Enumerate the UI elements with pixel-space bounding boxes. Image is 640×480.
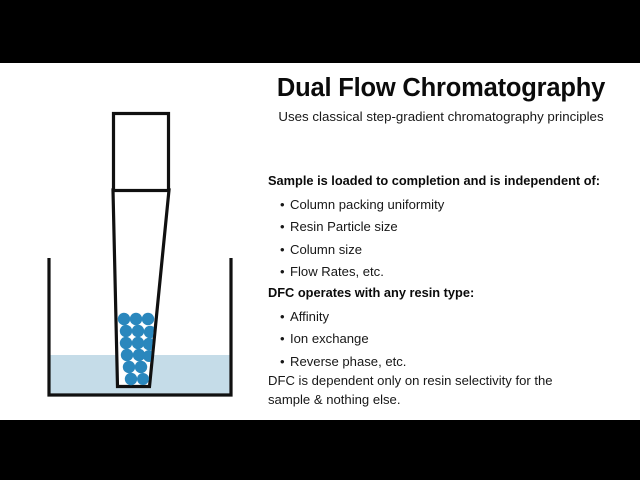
bullet-marker-icon: • xyxy=(280,219,285,235)
section-heading-resin-types: DFC operates with any resin type: xyxy=(268,285,475,300)
letterbox-bar-bottom xyxy=(0,420,640,480)
collection-beaker xyxy=(47,258,233,397)
bullet-marker-icon: • xyxy=(280,353,285,369)
list-item: • Column packing uniformity xyxy=(280,194,444,216)
closing-paragraph: DFC is dependent only on resin selectivi… xyxy=(268,373,553,407)
list-item-label: Reverse phase, etc. xyxy=(290,353,407,369)
bullet-marker-icon: • xyxy=(280,264,285,280)
list-item-label: Column packing uniformity xyxy=(290,197,445,212)
bullet-list-resin-types: • Affinity • Ion exchange • Reverse phase, … xyxy=(280,306,406,373)
list-item-label: Flow Rates, etc. xyxy=(290,264,384,280)
list-item: • Reverse phase, etc. xyxy=(280,351,406,373)
page-title: Dual Flow Chromatography xyxy=(276,74,606,102)
section-heading-sample-loading: Sample is loaded to completion and is in… xyxy=(268,173,601,188)
column-reservoir xyxy=(111,111,171,193)
resin-bead-bed xyxy=(117,312,157,386)
list-item: • Resin Particle size xyxy=(280,216,444,238)
list-item: • Column size xyxy=(280,239,444,261)
list-item-label: Column size xyxy=(290,241,363,257)
list-item-label: Resin Particle size xyxy=(290,219,398,235)
page-subtitle: Uses classical step-gradient chromatogra… xyxy=(278,109,604,124)
bullet-marker-icon: • xyxy=(280,309,285,324)
list-item: • Affinity xyxy=(280,306,406,328)
list-item-label: Affinity xyxy=(290,309,330,324)
bullet-marker-icon: • xyxy=(280,331,285,347)
slide-canvas: Dual Flow Chromatography Uses classical … xyxy=(0,63,640,420)
bullet-list-sample-loading: • Column packing uniformity • Resin Partic… xyxy=(280,194,444,284)
bullet-marker-icon: • xyxy=(280,197,285,212)
list-item: • Ion exchange xyxy=(280,328,406,350)
letterbox-bar-top xyxy=(0,0,640,63)
bullet-marker-icon: • xyxy=(280,241,285,257)
list-item-label: Ion exchange xyxy=(290,331,369,347)
list-item: • Flow Rates, etc. xyxy=(280,261,444,283)
dual-flow-chromatography-column-diagram xyxy=(0,63,256,420)
